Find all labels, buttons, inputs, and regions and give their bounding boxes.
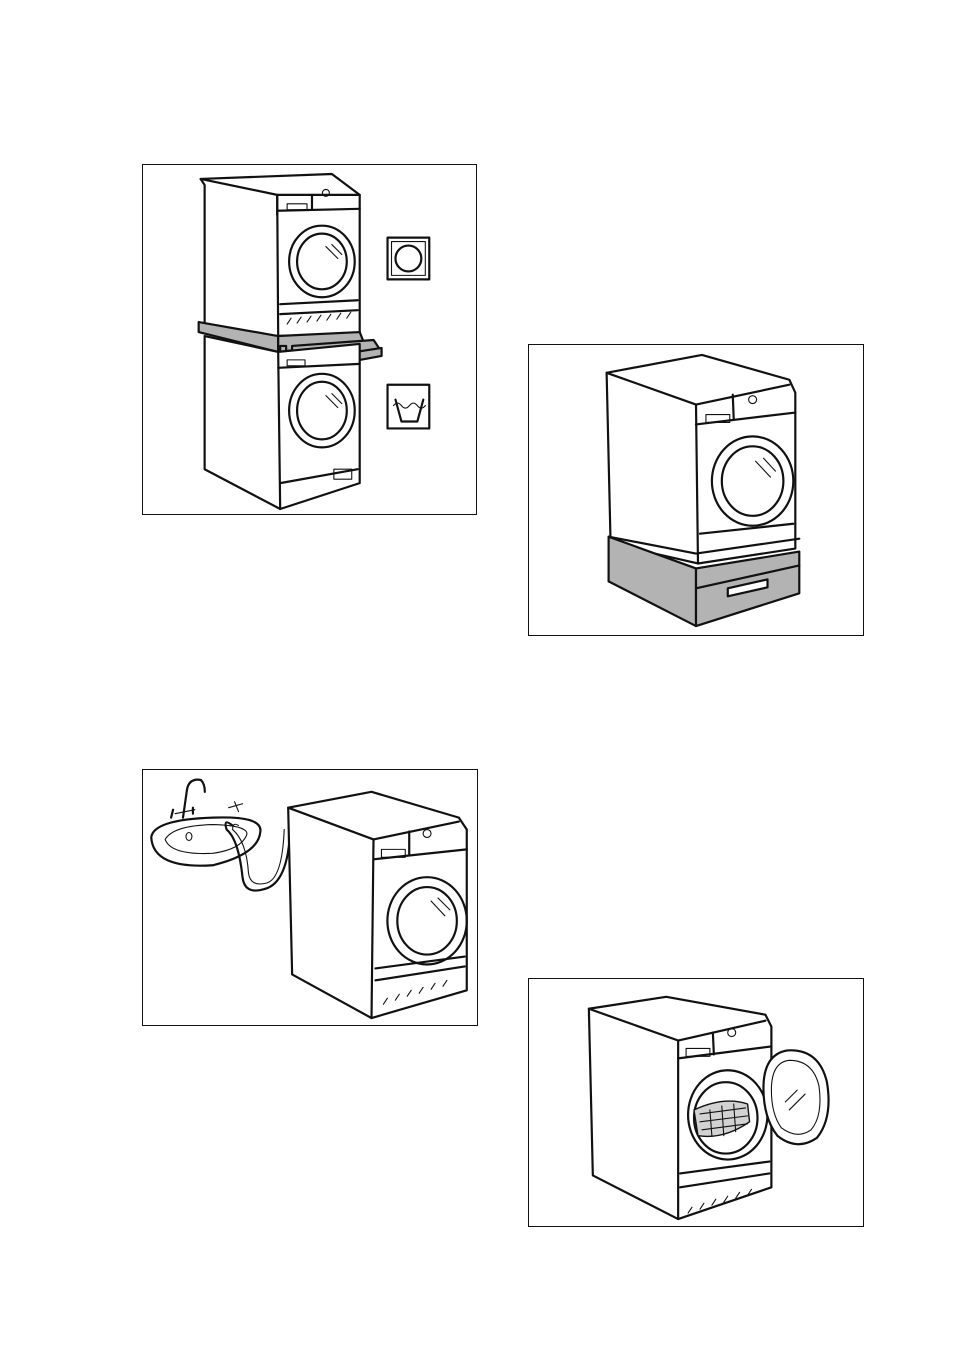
stacked-dryer-washer-illustration: [143, 165, 476, 514]
dryer-unit: [288, 792, 467, 1018]
figure-stacking-kit: [142, 164, 477, 515]
washing-machine-unit: [205, 336, 360, 509]
figure-plinth-drawer: [528, 344, 864, 636]
dryer-unit: [607, 355, 796, 564]
dryer-draining-into-sink-illustration: [143, 770, 477, 1025]
washing-machine-symbol-icon: [388, 385, 430, 429]
figure-drain-hose-sink: [142, 769, 478, 1026]
figure-door-open-filter: [528, 978, 864, 1227]
dryer-door-open-illustration: [529, 979, 863, 1226]
open-door: [763, 1050, 828, 1144]
sink: [151, 780, 260, 866]
dryer-unit: [201, 174, 360, 336]
dryer-on-plinth-illustration: [529, 345, 863, 635]
tumble-dryer-symbol-icon: [388, 238, 430, 280]
